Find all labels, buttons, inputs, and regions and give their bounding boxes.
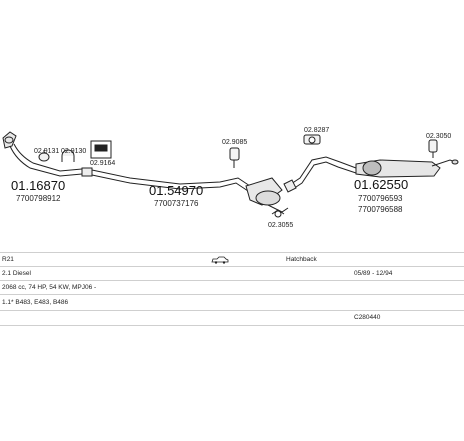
vehicle-spec: 2068 cc, 74 HP, 54 KW, MPJ06 - — [2, 284, 97, 291]
table-line-4 — [0, 294, 464, 295]
vehicle-codes: 1.1* B483, E483, B486 — [2, 299, 69, 306]
hanger-right-number: 02.3050 — [426, 133, 451, 140]
table-line-2 — [0, 266, 464, 267]
car-icon — [211, 256, 229, 264]
rear-silencer — [355, 159, 459, 178]
kit-number: C280440 — [354, 314, 381, 321]
table-line-5 — [0, 310, 464, 311]
table-line-6 — [0, 325, 464, 326]
vehicle-model: R21 — [2, 256, 14, 263]
clamp-mid — [271, 209, 285, 218]
rear-silencer-number: 01.62550 — [354, 177, 408, 192]
table-line-3 — [0, 280, 464, 281]
table-line-1 — [0, 252, 464, 253]
hanger-mid — [229, 147, 240, 168]
middle-pipe-oem: 7700737176 — [154, 199, 199, 208]
gasket-left-number: 02.9131 — [34, 148, 59, 155]
vehicle-body: Hatchback — [286, 256, 317, 263]
front-pipe-oem: 7700798912 — [16, 194, 61, 203]
mount-top — [303, 134, 321, 145]
hanger-mid-number: 02.9085 — [222, 139, 247, 146]
gasket-left — [38, 150, 50, 162]
rear-pipe — [283, 156, 357, 193]
rear-silencer-oem-1: 7700796593 — [358, 194, 403, 203]
clamp-mid-number: 02.3055 — [268, 222, 293, 229]
bracket — [90, 140, 112, 159]
bracket-number: 02.9164 — [90, 160, 115, 167]
hanger-right — [428, 139, 438, 158]
middle-pipe-number: 01.54970 — [149, 183, 203, 198]
front-pipe — [2, 131, 93, 177]
clamp-left-number: 02.9130 — [61, 148, 86, 155]
mount-top-number: 02.8287 — [304, 127, 329, 134]
rear-silencer-oem-2: 7700796588 — [358, 205, 403, 214]
vehicle-years: 05/89 - 12/94 — [354, 270, 393, 277]
front-pipe-number: 01.16870 — [11, 178, 65, 193]
middle-pipe — [91, 169, 289, 213]
clamp-left — [61, 149, 75, 162]
vehicle-engine: 2.1 Diesel — [2, 270, 31, 277]
